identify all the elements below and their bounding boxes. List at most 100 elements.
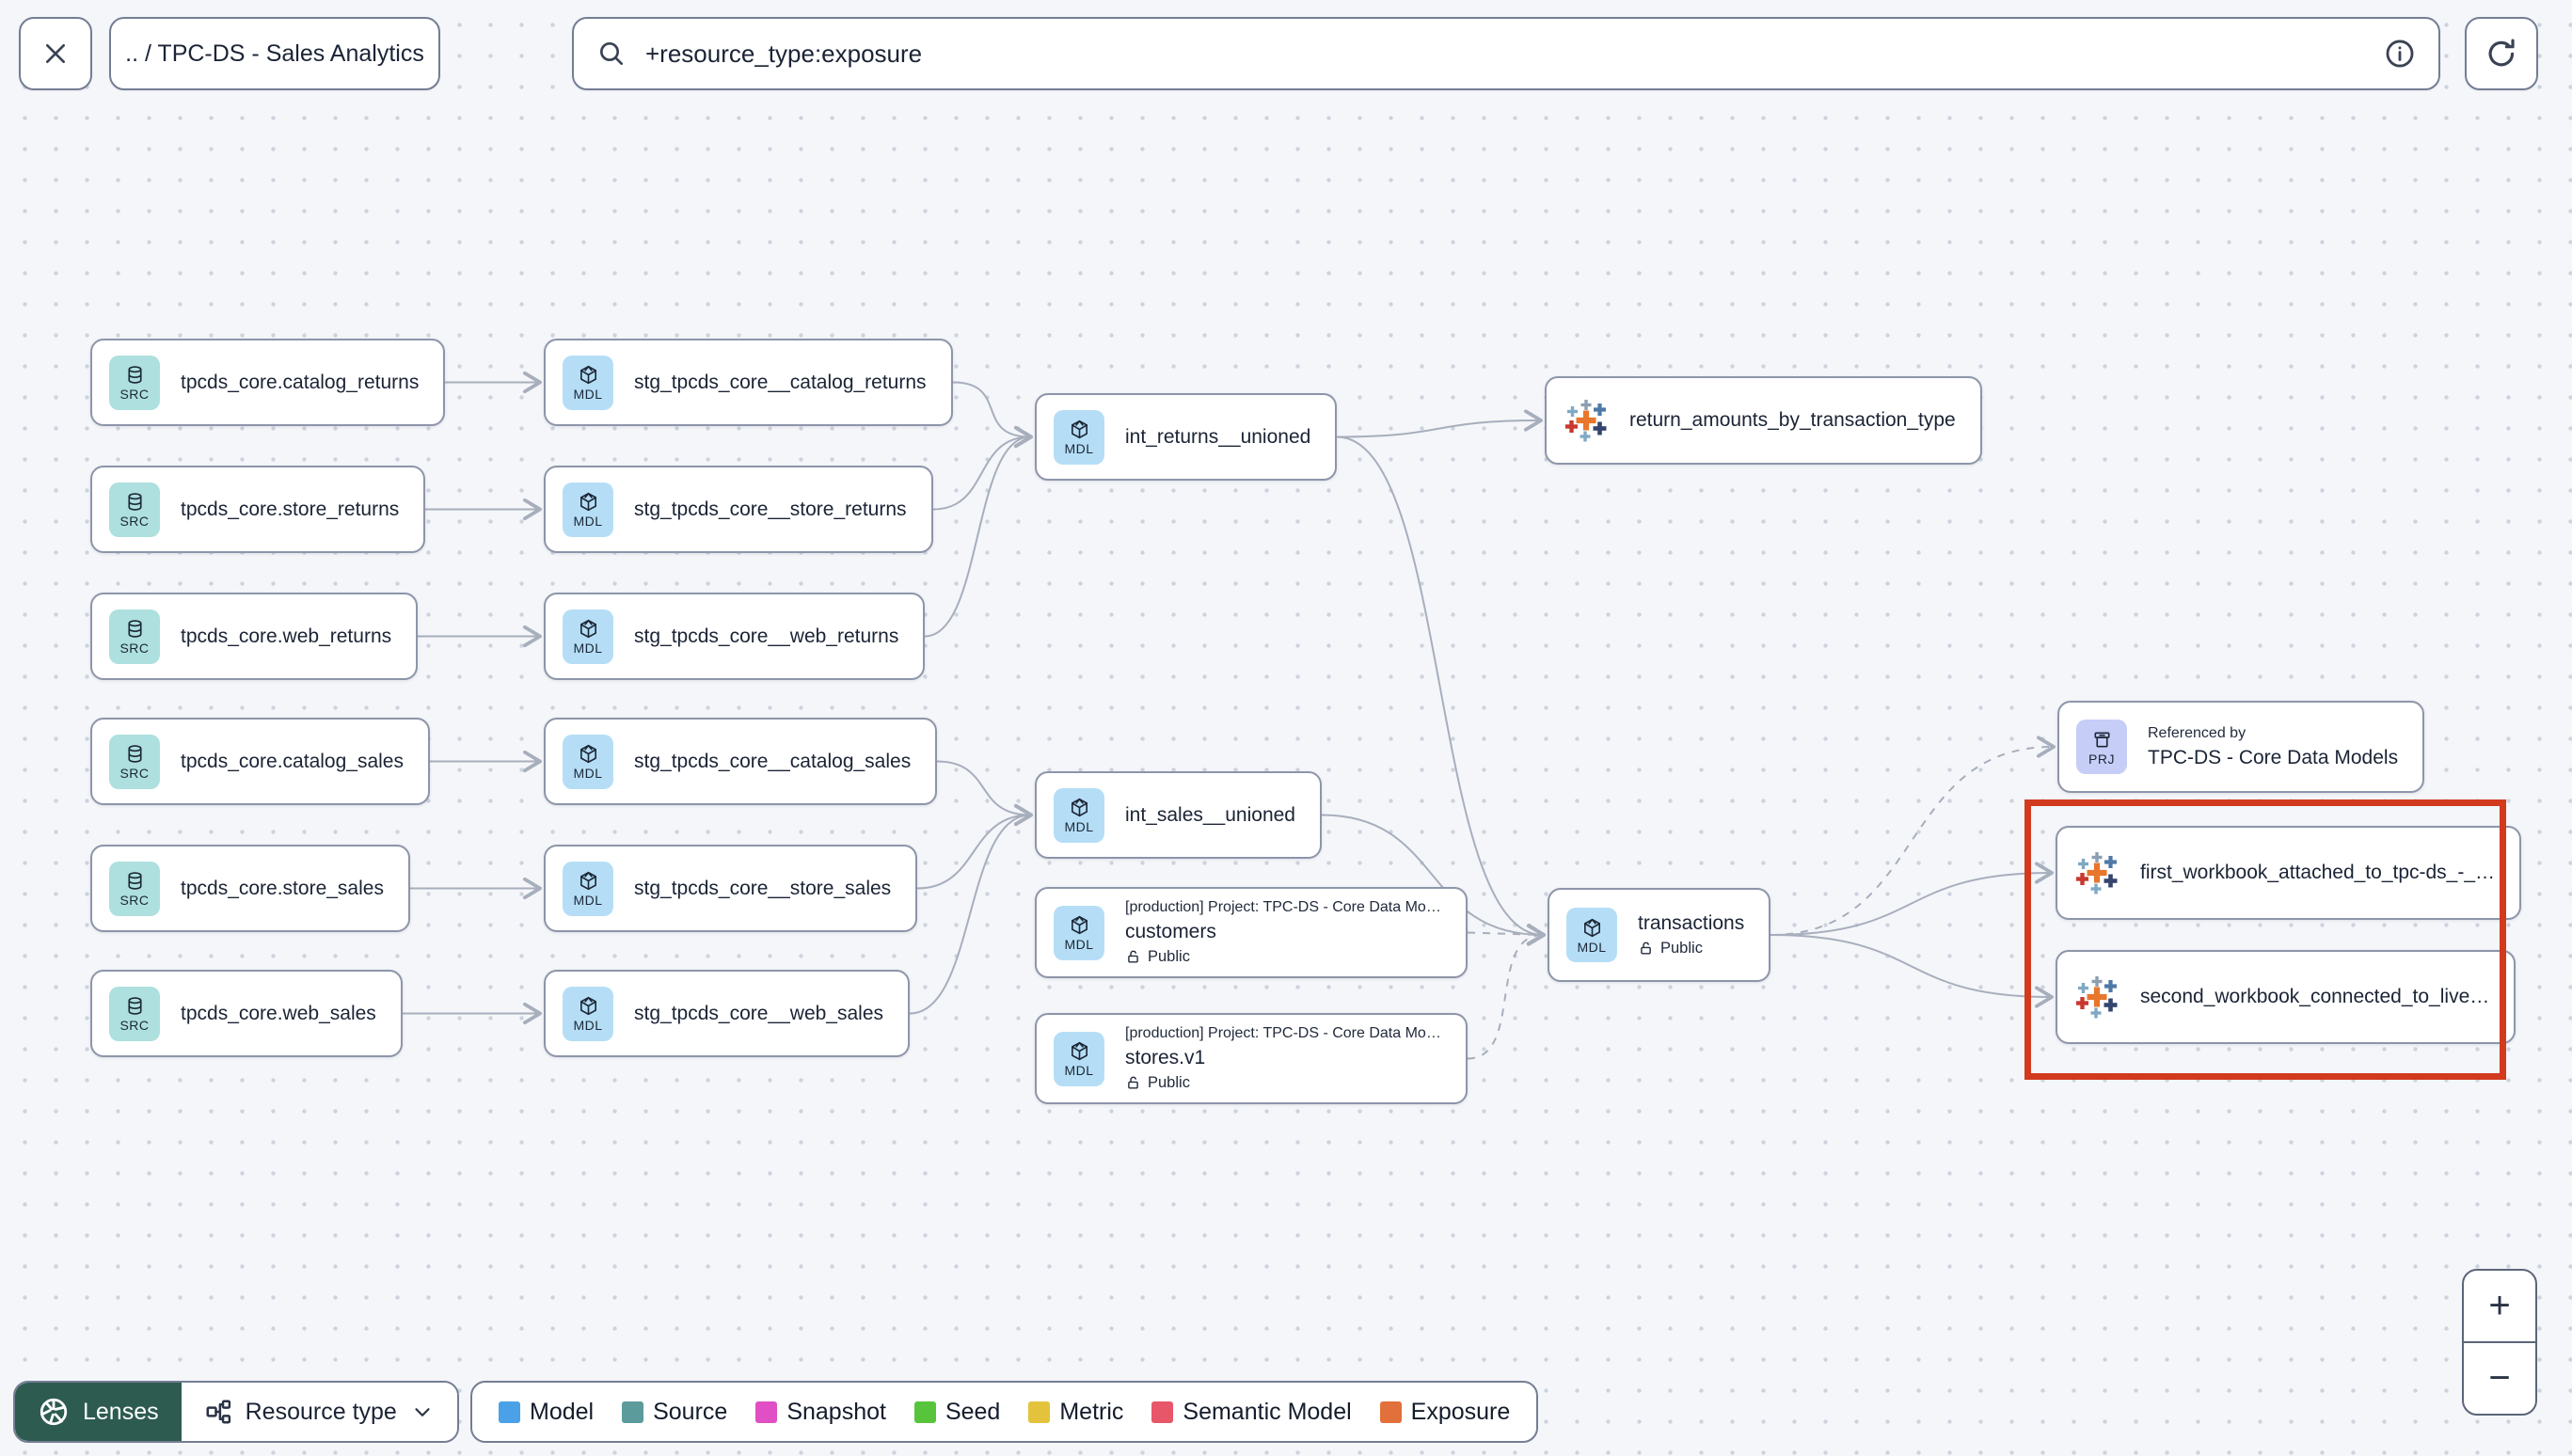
lenses-label: Lenses: [83, 1398, 159, 1425]
node-texts: stg_tpcds_core__web_returns: [634, 625, 898, 648]
legend-swatch: [755, 1401, 778, 1423]
edge-int_sales-to-transactions: [1321, 814, 1546, 946]
node-label: customers: [1125, 921, 1216, 942]
view-controls: Lenses Resource type: [13, 1381, 459, 1443]
legend-item-metric: Metric: [1028, 1399, 1123, 1426]
breadcrumb[interactable]: .. / TPC-DS - Sales Analytics: [109, 17, 440, 90]
badge-label: SRC: [119, 514, 150, 529]
node-texts: [production] Project: TPC-DS - Core Data…: [1125, 899, 1441, 966]
info-icon[interactable]: [2384, 38, 2416, 70]
node-texts: int_returns__unioned: [1125, 426, 1310, 449]
close-button[interactable]: [19, 17, 92, 90]
edge-stg_catalog_sales-to-int_sales: [936, 760, 1033, 827]
node-label: stg_tpcds_core__web_sales: [634, 1002, 884, 1024]
lock-open-icon: [1125, 949, 1141, 965]
cube-icon: [1069, 914, 1090, 936]
refresh-button[interactable]: [2465, 17, 2538, 90]
node-src_catalog_sales[interactable]: SRC tpcds_core.catalog_sales: [90, 718, 430, 805]
edge-stg_store_returns-to-int_returns: [932, 425, 1033, 511]
edge-transactions-to-first_workbook: [1770, 862, 2054, 936]
source-badge: SRC: [109, 355, 160, 410]
node-label: stg_tpcds_core__store_sales: [634, 877, 892, 899]
node-stg_store_sales[interactable]: MDL stg_tpcds_core__store_sales: [544, 845, 918, 932]
node-src_web_sales[interactable]: SRC tpcds_core.web_sales: [90, 970, 403, 1057]
node-label: TPC-DS - Core Data Models: [2148, 746, 2399, 768]
badge-label: MDL: [1064, 441, 1094, 456]
resource-type-label: Resource type: [245, 1398, 397, 1425]
node-label: stg_tpcds_core__catalog_returns: [634, 371, 927, 393]
node-stg_catalog_returns[interactable]: MDL stg_tpcds_core__catalog_returns: [544, 339, 953, 426]
node-label: stg_tpcds_core__web_returns: [634, 625, 899, 647]
edge-stg_web_sales-to-int_sales: [909, 803, 1033, 1015]
badge-label: MDL: [1064, 819, 1094, 834]
node-label: tpcds_core.web_sales: [181, 1002, 376, 1024]
model-badge: MDL: [563, 861, 613, 916]
legend-label: Source: [653, 1398, 728, 1425]
node-stores_v1[interactable]: MDL[production] Project: TPC-DS - Core D…: [1035, 1013, 1468, 1104]
resource-type-icon: [206, 1400, 230, 1424]
node-label: tpcds_core.web_returns: [181, 625, 392, 647]
resource-type-dropdown[interactable]: Resource type: [181, 1383, 457, 1441]
node-sublabel: [production] Project: TPC-DS - Core Data…: [1125, 899, 1441, 915]
node-texts: tpcds_core.web_returns: [181, 625, 391, 648]
node-texts: tpcds_core.web_sales: [181, 1003, 376, 1025]
node-first_workbook[interactable]: first_workbook_attached_to_tpc-ds_-_…: [2056, 826, 2522, 920]
node-texts: [production] Project: TPC-DS - Core Data…: [1125, 1025, 1441, 1092]
access-label: Public: [1148, 948, 1190, 965]
edge-stores_v1-to-transactions: [1467, 924, 1546, 1060]
node-customers[interactable]: MDL[production] Project: TPC-DS - Core D…: [1035, 887, 1468, 978]
database-icon: [124, 870, 146, 892]
badge-label: SRC: [119, 1018, 150, 1033]
database-icon: [124, 364, 146, 386]
node-int_returns[interactable]: MDL int_returns__unioned: [1035, 393, 1338, 481]
node-texts: return_amounts_by_transaction_type: [1629, 409, 1956, 432]
node-label: first_workbook_attached_to_tpc-ds_-_…: [2140, 862, 2496, 883]
model-badge: MDL: [563, 734, 613, 789]
node-texts: tpcds_core.catalog_sales: [181, 751, 404, 773]
tableau-icon: [2074, 850, 2120, 895]
cube-icon: [1581, 917, 1603, 939]
legend-item-model: Model: [499, 1399, 594, 1426]
edge-int_returns-to-return_amounts: [1336, 409, 1543, 438]
badge-label: MDL: [573, 1018, 603, 1033]
source-badge: SRC: [109, 734, 160, 789]
access-label: Public: [1660, 940, 1703, 957]
cube-icon: [578, 870, 599, 892]
archive-icon: [2091, 729, 2113, 751]
model-badge: MDL: [563, 355, 613, 410]
node-meta: Public: [1638, 940, 1744, 957]
chevron-down-icon: [415, 1408, 430, 1416]
node-texts: tpcds_core.store_returns: [181, 499, 399, 521]
lenses-aperture-icon: [40, 1398, 68, 1426]
node-src_store_returns[interactable]: SRC tpcds_core.store_returns: [90, 466, 426, 553]
node-texts: stg_tpcds_core__store_returns: [634, 499, 907, 521]
edge-stg_catalog_returns-to-int_returns: [952, 381, 1033, 449]
node-stg_web_sales[interactable]: MDL stg_tpcds_core__web_sales: [544, 970, 911, 1057]
search-icon: [600, 42, 623, 65]
cube-icon: [1069, 419, 1090, 440]
zoom-out-button[interactable]: −: [2488, 1357, 2511, 1399]
node-label: transactions: [1638, 912, 1745, 934]
zoom-in-button[interactable]: +: [2488, 1285, 2511, 1326]
lenses-button[interactable]: Lenses: [15, 1383, 182, 1441]
legend-item-snapshot: Snapshot: [755, 1399, 886, 1426]
search-bar[interactable]: [572, 17, 2440, 90]
search-input[interactable]: [643, 38, 2367, 70]
node-meta: Public: [1125, 1074, 1441, 1092]
node-second_workbook[interactable]: second_workbook_connected_to_live…: [2056, 950, 2516, 1044]
node-return_amounts[interactable]: return_amounts_by_transaction_type: [1545, 376, 1982, 465]
node-texts: stg_tpcds_core__store_sales: [634, 878, 891, 900]
